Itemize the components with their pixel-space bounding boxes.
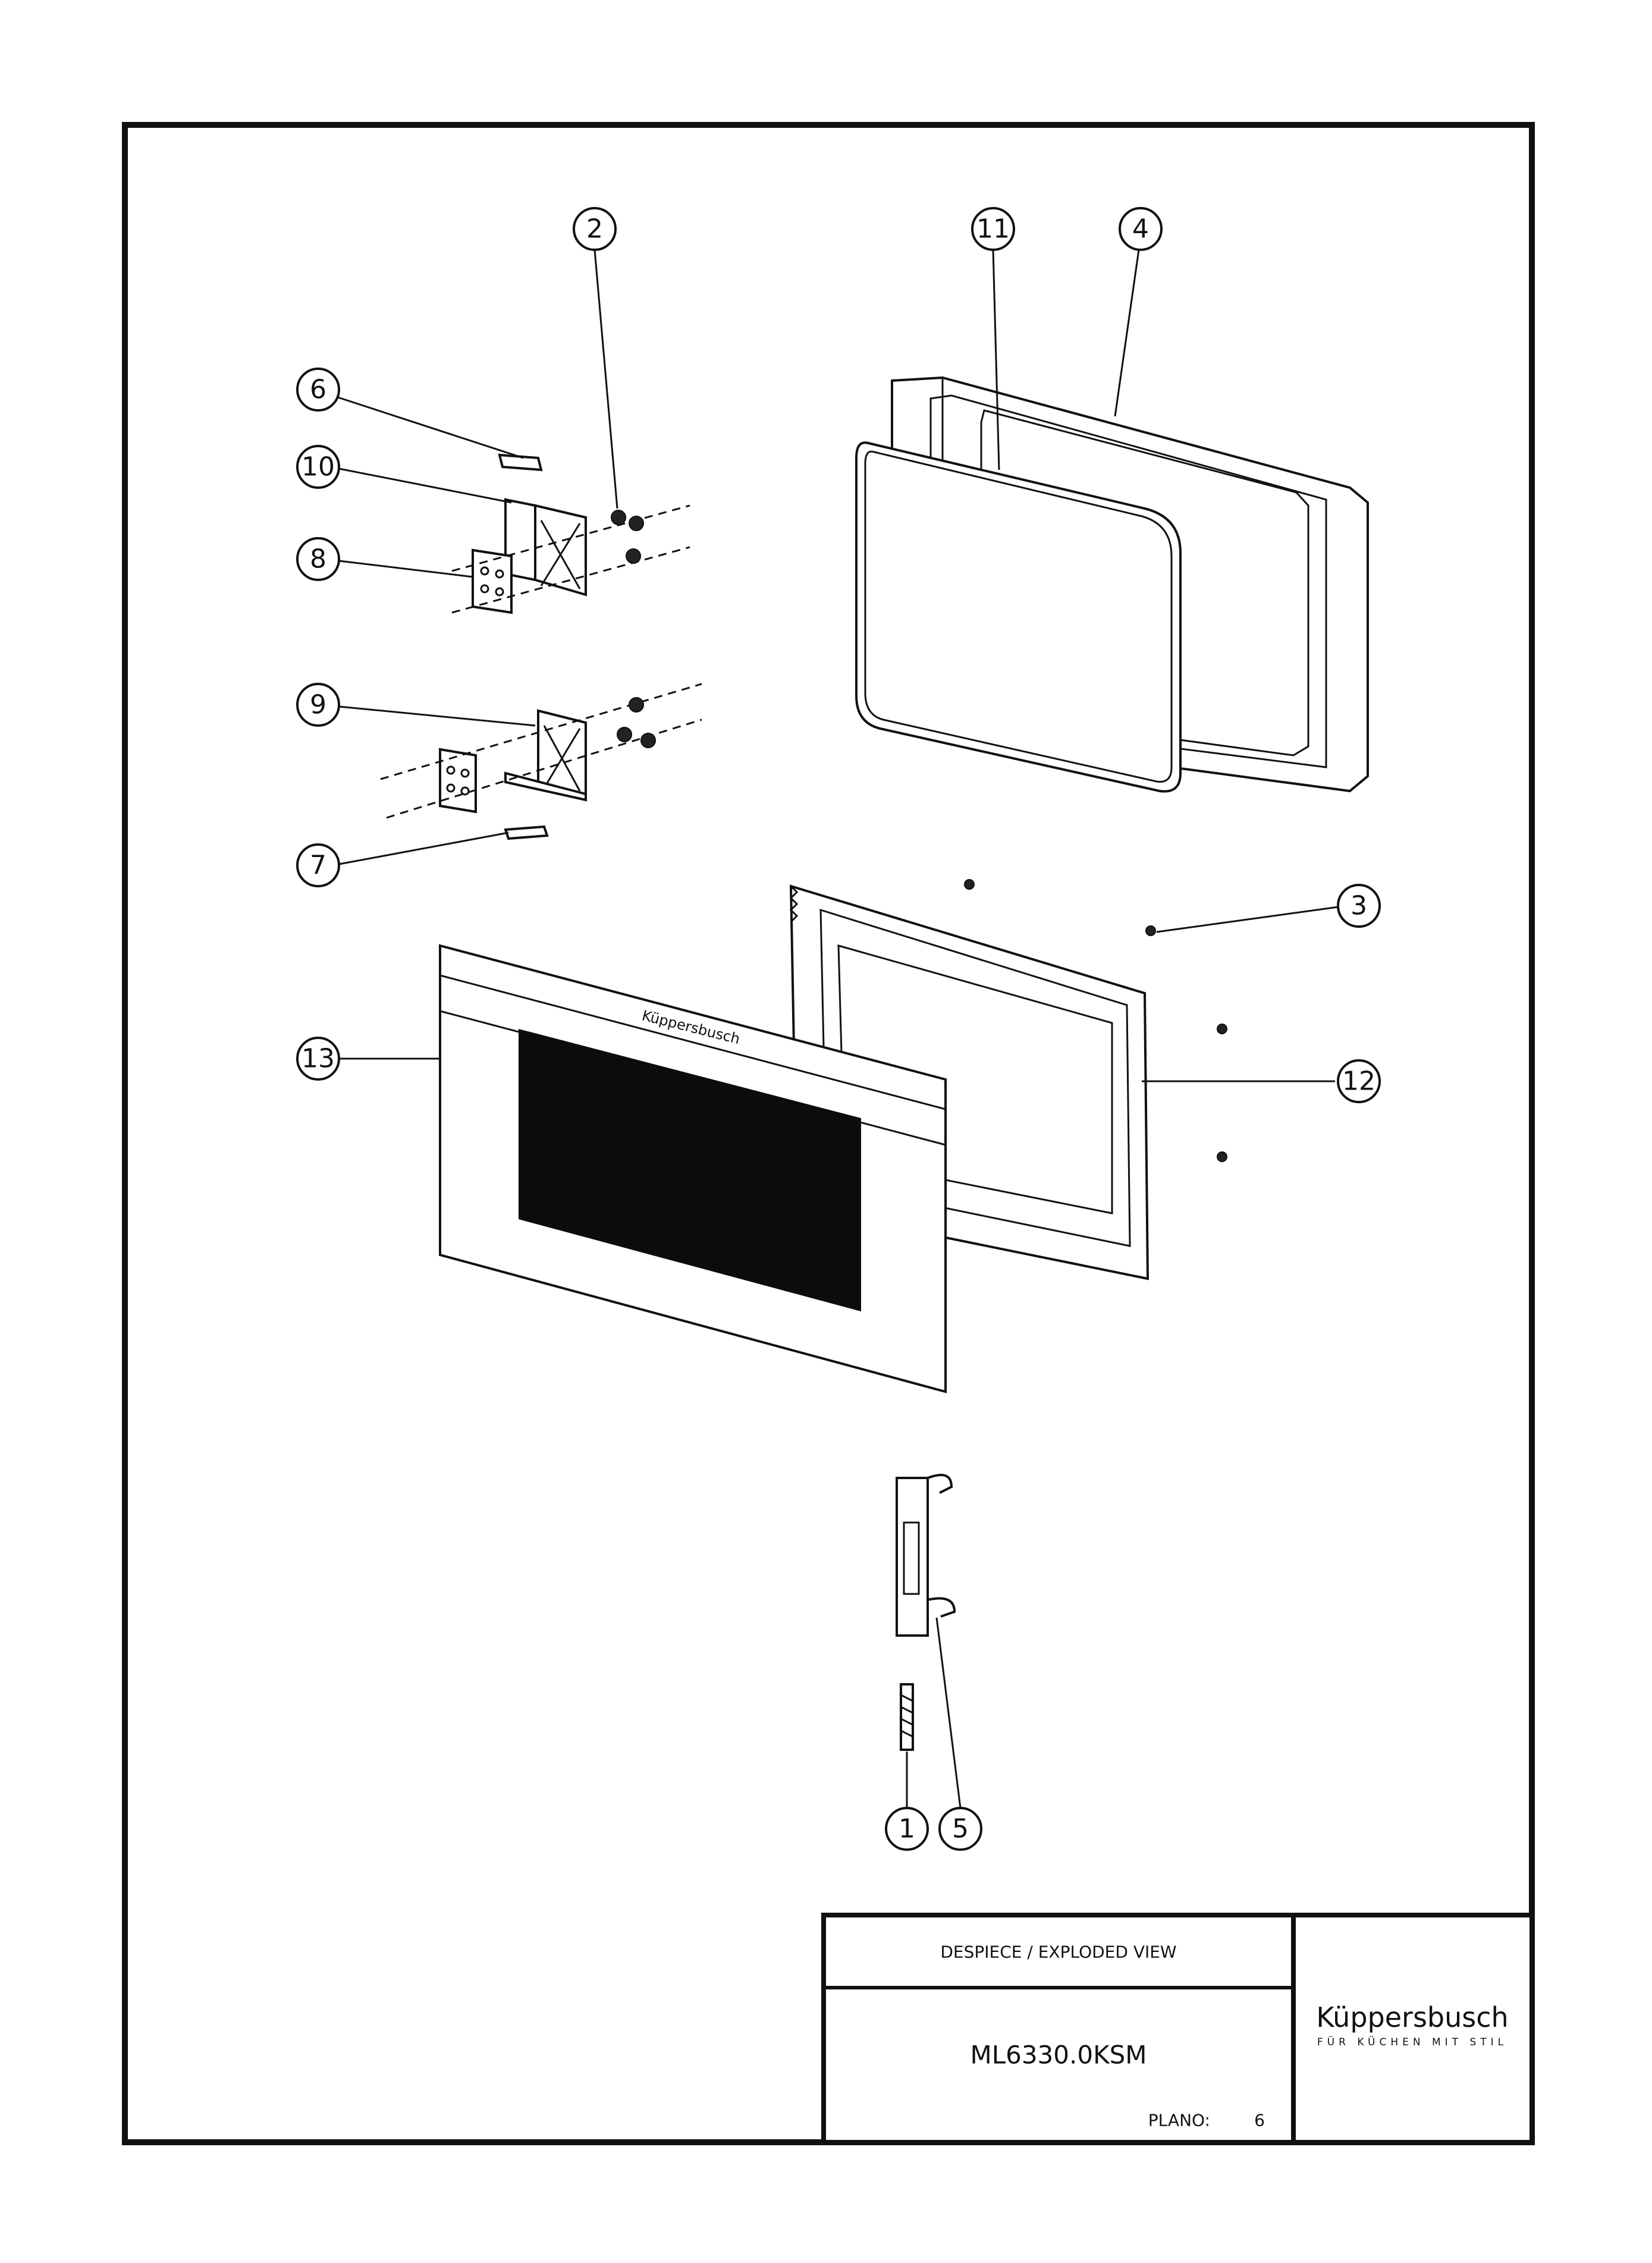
part-9-hinge-bracket-lower bbox=[504, 709, 587, 802]
callout-7: 7 bbox=[296, 843, 340, 887]
title-block-sheet-number: 6 bbox=[1254, 2111, 1265, 2130]
screws-lower bbox=[380, 683, 702, 819]
part-13-front-glass: Küppersbusch bbox=[439, 944, 947, 1393]
callout-11: 11 bbox=[971, 207, 1015, 251]
part-11-gasket bbox=[855, 441, 1182, 793]
callout-1: 1 bbox=[885, 1807, 929, 1851]
svg-text:3: 3 bbox=[1351, 891, 1367, 921]
part-10-hinge-bracket-upper bbox=[504, 498, 587, 597]
screws-panel bbox=[964, 879, 1227, 1162]
part-8-hinge-plate-upper bbox=[472, 548, 513, 614]
title-block-title: DESPIECE / EXPLODED VIEW bbox=[940, 1942, 1176, 1962]
svg-text:8: 8 bbox=[310, 544, 326, 575]
callout-6: 6 bbox=[296, 368, 340, 412]
part-6-clip bbox=[498, 453, 543, 472]
title-block-sheet-label: PLANO: bbox=[1148, 2111, 1210, 2130]
callout-4: 4 bbox=[1119, 207, 1163, 251]
glass-window bbox=[519, 1029, 861, 1311]
callout-12: 12 bbox=[1337, 1059, 1381, 1103]
svg-text:2: 2 bbox=[586, 214, 603, 244]
callout-10: 10 bbox=[296, 445, 340, 489]
title-block-model: ML6330.0KSM bbox=[970, 2041, 1147, 2070]
callout-8: 8 bbox=[296, 537, 340, 581]
svg-text:12: 12 bbox=[1342, 1066, 1375, 1097]
title-block: DESPIECE / EXPLODED VIEW ML6330.0KSM PLA… bbox=[821, 1913, 1534, 2145]
part-1-spring bbox=[900, 1683, 914, 1751]
callout-9: 9 bbox=[296, 683, 340, 727]
svg-text:10: 10 bbox=[301, 452, 335, 482]
svg-text:9: 9 bbox=[310, 690, 326, 720]
svg-text:11: 11 bbox=[976, 214, 1010, 244]
part-7-clip bbox=[504, 825, 549, 840]
brand-tagline: FÜR KÜCHEN MIT STIL bbox=[1317, 2035, 1507, 2048]
svg-text:4: 4 bbox=[1132, 214, 1149, 244]
screws-upper bbox=[451, 504, 690, 614]
part-plate-lower bbox=[439, 748, 477, 814]
callout-13: 13 bbox=[296, 1037, 340, 1081]
part-5-hinge-latch bbox=[896, 1474, 956, 1637]
callout-3: 3 bbox=[1337, 884, 1381, 928]
svg-text:1: 1 bbox=[899, 1814, 915, 1844]
svg-text:6: 6 bbox=[310, 375, 326, 405]
leader-lines bbox=[337, 249, 1339, 1809]
svg-text:5: 5 bbox=[952, 1814, 969, 1844]
callout-2: 2 bbox=[573, 207, 617, 251]
callout-5: 5 bbox=[938, 1807, 982, 1851]
svg-text:7: 7 bbox=[310, 850, 326, 881]
svg-text:13: 13 bbox=[301, 1044, 335, 1074]
brand-logo: Küppersbusch bbox=[1316, 2001, 1508, 2033]
